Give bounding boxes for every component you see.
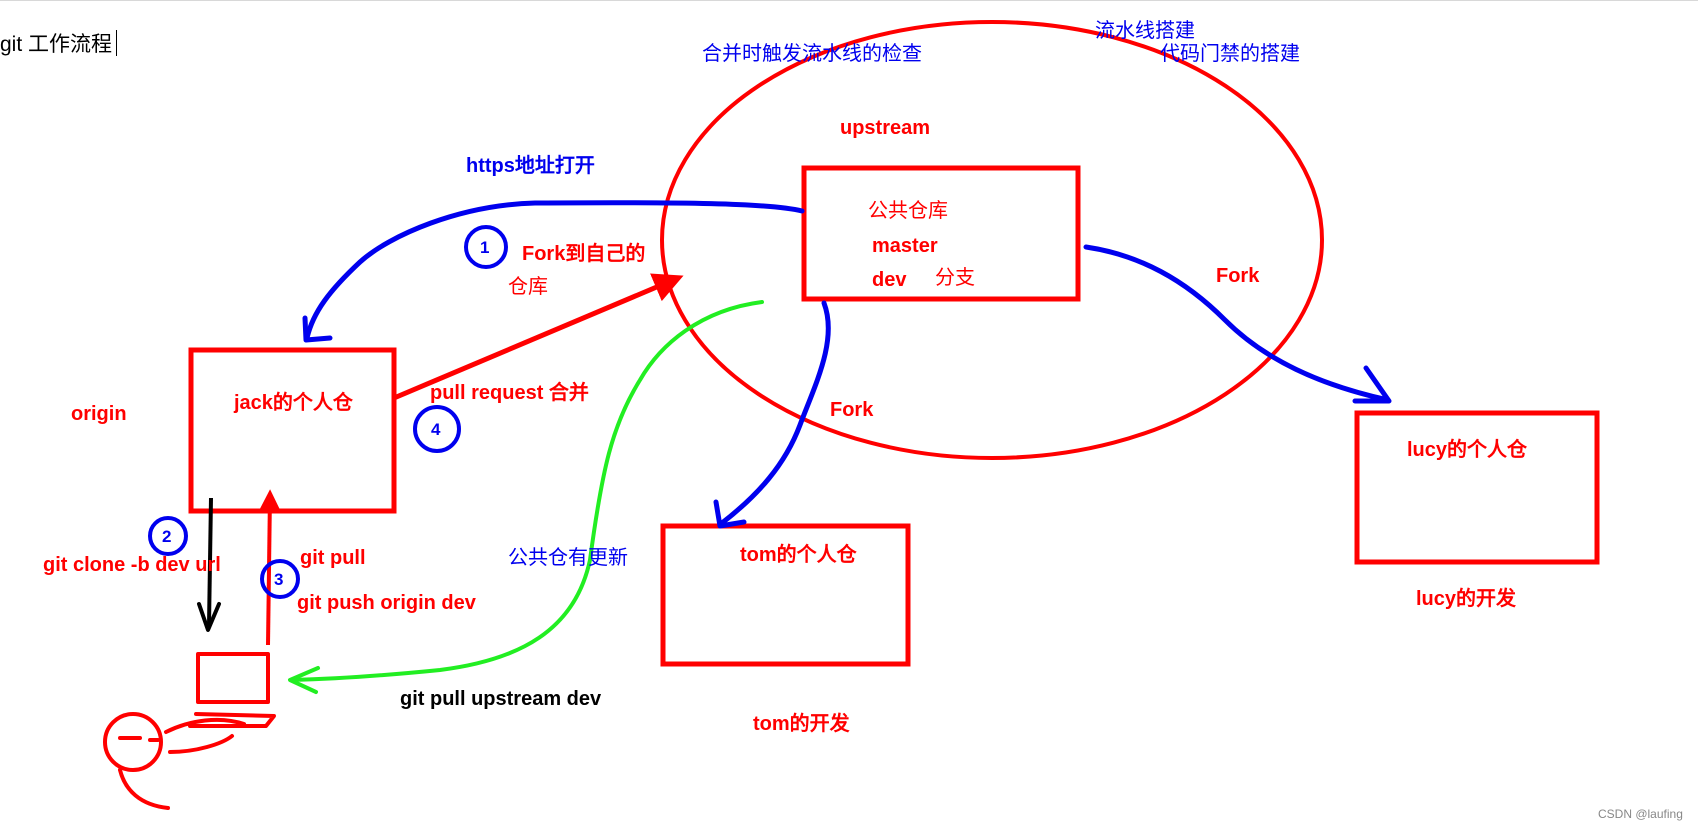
origin-label: origin (71, 403, 127, 425)
step-number-4: 4 (431, 420, 441, 439)
push-arrow (257, 489, 282, 646)
git-pull-label: git pull (300, 547, 366, 569)
text-caret (116, 30, 118, 56)
pull-request-arrow (393, 273, 684, 401)
developer-eyes (118, 736, 160, 742)
tom-dev-label: tom的开发 (753, 711, 851, 735)
pull-request-label: pull request 合并 (430, 380, 589, 404)
laptop-screen (196, 652, 270, 704)
clone-arrow (207, 497, 213, 626)
lucy-dev-label: lucy的开发 (1416, 586, 1517, 610)
upstream-ellipse (660, 20, 1324, 460)
public-update-arrowhead (288, 666, 320, 694)
clone-arrowhead (197, 602, 221, 632)
fork-to-tom-arrowhead (713, 499, 747, 529)
fork-to-lucy-arrowhead (1352, 365, 1392, 404)
jack-repo-box (188, 347, 397, 514)
dev-label: dev (872, 269, 907, 291)
tom-repo-box (660, 523, 911, 667)
top-border (0, 0, 1698, 1)
page-title: git 工作流程 (0, 28, 118, 58)
developer-body (118, 768, 170, 810)
step-circle-1 (464, 225, 508, 269)
step-number-3: 3 (274, 570, 283, 589)
laptop-base (188, 712, 276, 728)
step-circle-3 (260, 559, 300, 599)
git-pull-upstream-label: git pull upstream dev (400, 688, 602, 710)
tom-repo-label: tom的个人仓 (740, 542, 858, 566)
fork-to-jack-arrowhead (302, 315, 333, 343)
developer-figure (103, 652, 276, 810)
public-update-arrow (290, 300, 764, 682)
gate-build-label: 代码门禁的搭建 (1160, 42, 1300, 65)
jack-repo-label: jack的个人仓 (233, 390, 354, 414)
fork-to-lucy-arrow (1083, 244, 1391, 403)
fork-right-label: Fork (1216, 265, 1260, 287)
master-label: master (872, 235, 938, 257)
fork-bottom-label: Fork (830, 399, 874, 421)
developer-arm (164, 717, 246, 754)
public-repo-label: 公共仓库 (868, 199, 948, 222)
developer-head (103, 712, 163, 772)
branch-label: 分支 (935, 266, 975, 289)
step-circle-4 (413, 405, 461, 453)
watermark: CSDN @laufing (1598, 807, 1683, 821)
git-clone-label: git clone -b dev url (43, 554, 221, 576)
public-updated-label: 公共仓有更新 (508, 546, 628, 569)
pipeline-build-label: 流水线搭建 (1095, 19, 1195, 42)
https-open-label: https地址打开 (466, 153, 595, 177)
lucy-repo-label: lucy的个人仓 (1407, 437, 1528, 461)
step-number-1: 1 (480, 238, 489, 257)
step-circle-2 (148, 516, 188, 556)
merge-trigger-label: 合并时触发流水线的检查 (702, 42, 922, 65)
git-push-label: git push origin dev (297, 592, 477, 614)
fork-self-label-line2: 仓库 (508, 275, 548, 298)
fork-self-label-line1: Fork到自己的 (522, 241, 645, 265)
step-number-2: 2 (162, 527, 171, 546)
lucy-repo-box (1354, 410, 1600, 565)
public-repo-box (801, 165, 1081, 302)
fork-to-tom-arrow (719, 300, 831, 526)
upstream-label: upstream (840, 117, 930, 139)
fork-to-jack-arrow (304, 200, 805, 341)
